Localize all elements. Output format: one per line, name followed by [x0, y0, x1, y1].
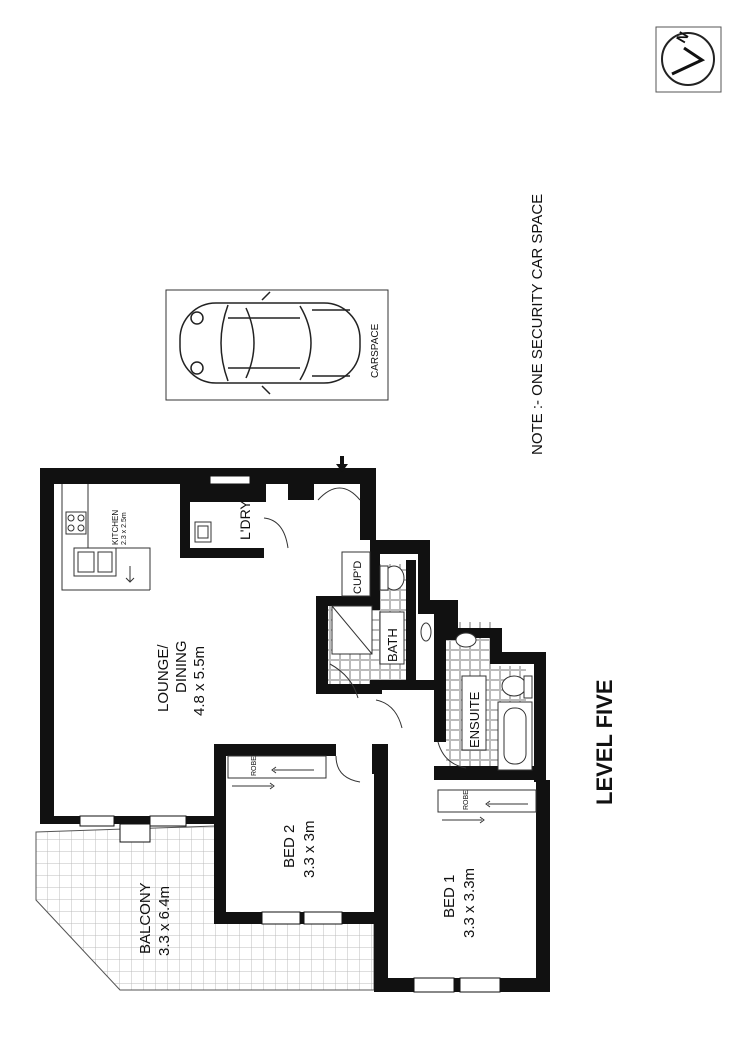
bed1-size: 3.3 x 3.3m	[461, 868, 478, 938]
lounge-name: LOUNGE/	[155, 644, 172, 712]
robe-bed1-label: ROBE	[463, 790, 470, 810]
doors	[329, 663, 467, 783]
carspace-label: CARSPACE	[370, 323, 381, 378]
kitchen-name: KITCHEN	[111, 510, 120, 545]
bed1-name: BED 1	[441, 875, 458, 918]
ensuite-basin	[455, 632, 477, 648]
balcony-name: BALCONY	[137, 882, 154, 954]
car-icon	[179, 291, 361, 395]
north-arrow-icon	[671, 46, 706, 76]
laundry-tub	[194, 521, 212, 543]
robe-bed1	[437, 789, 537, 813]
windows	[79, 475, 501, 993]
ensuite-label: ENSUITE	[467, 691, 482, 748]
ensuite-toilet	[501, 675, 527, 697]
kitchen	[61, 484, 151, 591]
lounge-name2: DINING	[173, 641, 190, 694]
robe-bed2-label: ROBE	[251, 756, 258, 776]
laundry-label: L'DRY	[237, 500, 253, 540]
compass: N	[655, 26, 722, 93]
cupboard-label: CUP'D	[352, 561, 364, 594]
bed2-name: BED 2	[281, 825, 298, 868]
balcony-size: 3.3 x 6.4m	[156, 886, 173, 956]
robe-bed2	[227, 755, 327, 779]
kitchen-size: 2.3 x 2.5m	[121, 512, 128, 545]
balcony	[35, 825, 375, 991]
note-text: NOTE :- ONE SECURITY CAR SPACE	[529, 194, 546, 455]
cupboard	[341, 551, 371, 597]
entry-arrow-icon	[336, 456, 348, 472]
lounge-size: 4.8 x 5.5m	[191, 646, 208, 716]
bath-basin	[420, 622, 432, 642]
bed2-size: 3.3 x 3m	[301, 820, 318, 878]
bath-label: BATH	[385, 628, 400, 662]
carspace: CARSPACE	[165, 289, 389, 401]
entry-door	[317, 487, 361, 501]
level-title: LEVEL FIVE	[592, 679, 617, 805]
